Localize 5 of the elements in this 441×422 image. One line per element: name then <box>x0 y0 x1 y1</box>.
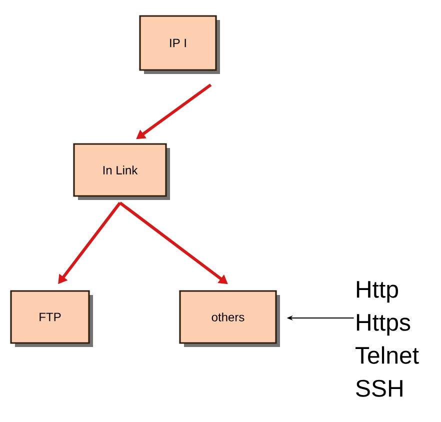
process-box: IP I <box>139 15 220 74</box>
process-box: FTP <box>10 290 93 347</box>
protocol-list: Http Https Telnet SSH <box>356 281 419 397</box>
process-box: In Link <box>73 143 170 200</box>
process-box: others <box>179 290 280 347</box>
